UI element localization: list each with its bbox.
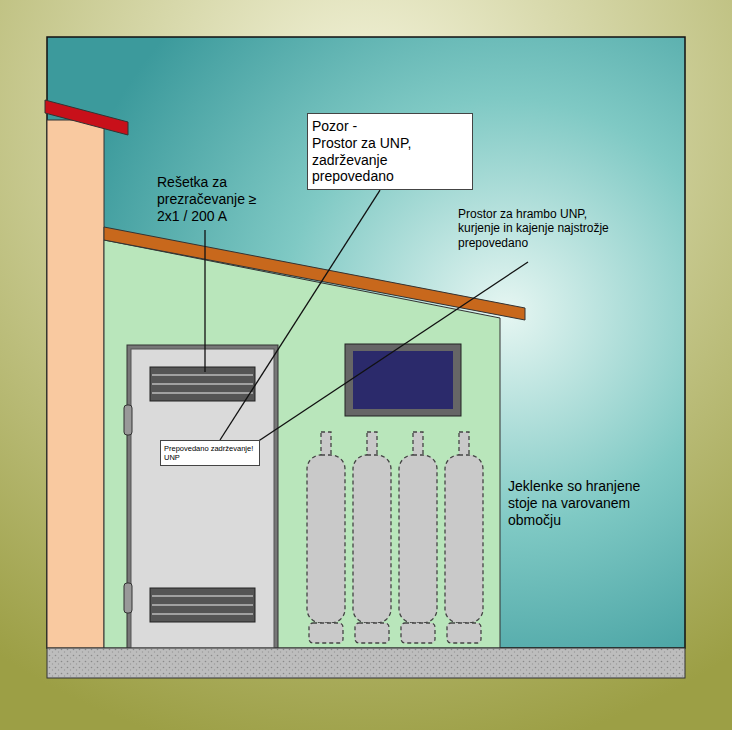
sign-heading: Pozor - (312, 118, 468, 135)
sign-body: Prostor za UNP, zadrževanje prepovedano (312, 135, 468, 185)
cylinder-note: Jeklenke so hranjene stoje na varovanem … (508, 478, 668, 528)
warning-sign-box: Pozor -Prostor za UNP, zadrževanje prepo… (307, 113, 473, 190)
storage-warning-note: Prostor za hrambo UNP, kurjenje in kajen… (458, 207, 618, 250)
vent-grille-label: Rešetka za prezračevanje ≥ 2x1 / 200 A (157, 174, 282, 224)
leader-connector (220, 190, 380, 440)
door-sign-text: Prepovedano zadrževanje! UNP (164, 444, 256, 462)
door-sign-box: Prepovedano zadrževanje! UNP (160, 440, 260, 466)
